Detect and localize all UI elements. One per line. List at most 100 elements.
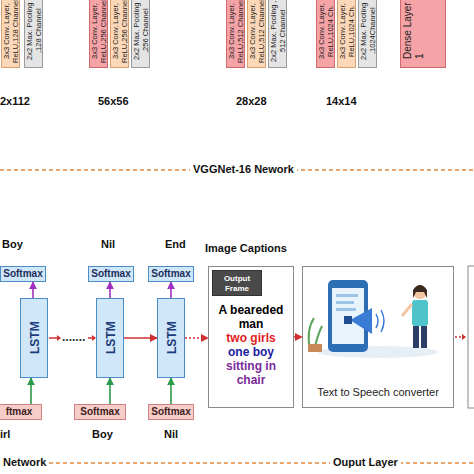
flow-arrow <box>32 282 34 298</box>
node-label: LSTM <box>97 299 123 377</box>
node-label: Softmax <box>1 267 45 281</box>
plant-pot <box>308 344 322 352</box>
node-label: Softmax <box>149 267 193 281</box>
pooling-box: 2x2 Max. Pooling ,256 Channel <box>131 0 150 68</box>
megaphone <box>350 308 372 334</box>
pooling-box: 2x2 Max. Pooling , 512 Channel <box>268 0 287 68</box>
word-label: Boy <box>92 428 113 441</box>
arrow-head <box>462 334 466 340</box>
caption-text: A beareded man <box>209 303 293 331</box>
caption-text: two girls <box>209 331 293 345</box>
screen-line <box>336 301 354 304</box>
node-label: 3x3 Conv. Layer, ReLU,1024 Ch. <box>317 0 334 67</box>
node-label: Dense Layer 1 <box>401 0 445 67</box>
word-label: Boy <box>2 238 23 251</box>
person-body <box>412 300 428 326</box>
sound-wave <box>381 310 384 332</box>
word-label: 56x56 <box>98 95 129 108</box>
person-leg <box>413 326 419 348</box>
section-divider <box>0 462 474 464</box>
arrow-head <box>57 335 61 341</box>
node-label: Output Frame <box>213 271 261 294</box>
conv-layer-box: 3x3 Conv. Layer, ReLU,512 Channel <box>247 0 266 68</box>
flow-arrow <box>185 337 208 339</box>
pooling-box: 2x2 Max. Pooling ,128 Channel <box>24 0 43 68</box>
word-label: Nil <box>101 238 115 251</box>
node-label: LSTM <box>158 299 184 377</box>
flow-arrow <box>88 337 92 339</box>
word-label: irl <box>0 428 10 441</box>
node-label: LSTM <box>21 299 47 377</box>
node-label: 3x3 Conv. Layer, ReLU,256 Channel <box>111 0 128 67</box>
output-frame: Image CaptionsA beareded mantwo girlsone… <box>208 266 294 408</box>
sound-wave <box>376 314 378 328</box>
conv-layer-box: 3x3 Conv. Layer, ReLU,128 Channel <box>1 0 20 68</box>
node-label: Softmax <box>75 405 125 419</box>
person-arm <box>402 304 412 316</box>
flow-arrow <box>170 282 172 298</box>
tts-illustration <box>308 280 438 358</box>
node-label: ftmax <box>0 405 41 419</box>
node-label: Softmax <box>89 267 133 281</box>
section-label: VGGNet-16 Nework <box>190 163 297 176</box>
conv-layer-box: 3x3 Conv. Layer, ReLU,1024 Ch. <box>316 0 335 68</box>
softmax-box: Softmax <box>148 266 194 282</box>
conv-layer-box: 3x3 Conv. Layer, ReLU,256 Channel <box>110 0 129 68</box>
node-label: 3x3 Conv. Layer, ReLU,128 Channel <box>2 0 19 67</box>
lstm-cell: LSTM <box>157 298 185 378</box>
node-label: Text to Speech converter <box>303 386 453 399</box>
word-label: 28x28 <box>236 95 267 108</box>
dense-layer-box: Dense Layer 1 <box>400 0 446 68</box>
flow-arrow <box>170 378 172 404</box>
frame-tab: Output Frame <box>212 270 262 296</box>
caption-text: one boy <box>209 345 293 359</box>
section-heading: Image Captions <box>205 242 287 254</box>
conv-layer-box: 3x3 Conv. Layer, ReLU,512 Channel <box>226 0 245 68</box>
node-label: 3x3 Conv. Layer, ReLU,512 Channel <box>227 0 244 67</box>
softmax-box: Softmax <box>0 266 46 282</box>
flow-arrow <box>49 337 57 339</box>
flow-arrow <box>30 378 32 404</box>
word-label: End <box>165 238 186 251</box>
lstm-cell: LSTM <box>96 298 124 378</box>
megaphone-handle <box>344 316 352 324</box>
tts-box: Text to Speech converter <box>302 266 454 408</box>
flow-arrow <box>109 282 111 298</box>
node-label: 3x3 Conv. Layer, ReLU,1024 Ch. <box>338 0 355 67</box>
flow-arrow <box>124 337 157 339</box>
flow-arrow <box>455 336 462 338</box>
conv-layer-box: 3x3 Conv. Layer, ReLU,1024 Ch. <box>337 0 356 68</box>
section-label: Network <box>0 456 49 469</box>
ellipsis-dots: ....... <box>62 330 85 344</box>
section-label: Ouput Layer <box>330 456 401 469</box>
word-label: Nil <box>164 428 178 441</box>
conv-layer-box: 3x3 Conv. Layer, ReLU,256 Channel <box>89 0 108 68</box>
lstm-cell: LSTM <box>20 298 48 378</box>
person-hair <box>413 285 427 298</box>
flow-arrow <box>294 336 302 338</box>
softmax-box: Softmax <box>74 404 126 420</box>
word-label: 14x14 <box>326 95 357 108</box>
node-label: Softmax <box>149 405 193 419</box>
node-label: 2x2 Max. Pooling ,128 Channel <box>25 0 42 67</box>
node-label: 2x2 Max. Pooling , 512 Channel <box>269 0 286 67</box>
node-label: 3x3 Conv. Layer, ReLU,256 Channel <box>90 0 107 67</box>
word-label: 2x112 <box>0 95 30 108</box>
screen-line <box>336 294 358 297</box>
node-label: 2x2 Max. Pooling ,256 Channel <box>132 0 149 67</box>
softmax-box: ftmax <box>0 404 42 420</box>
screen-line <box>336 308 356 311</box>
flow-arrow <box>109 378 111 404</box>
softmax-box: Softmax <box>148 404 194 420</box>
softmax-box: Softmax <box>88 266 134 282</box>
pooling-box: 2x2 Max. Pooling ,1024Channel <box>358 0 377 68</box>
person-head <box>413 285 427 299</box>
cropped-box <box>468 266 474 408</box>
node-label: 2x2 Max. Pooling ,1024Channel <box>359 0 376 67</box>
node-label: 3x3 Conv. Layer, ReLU,512 Channel <box>248 0 265 67</box>
person-leg <box>421 326 427 348</box>
caption-text: sitting in chair <box>209 359 293 387</box>
